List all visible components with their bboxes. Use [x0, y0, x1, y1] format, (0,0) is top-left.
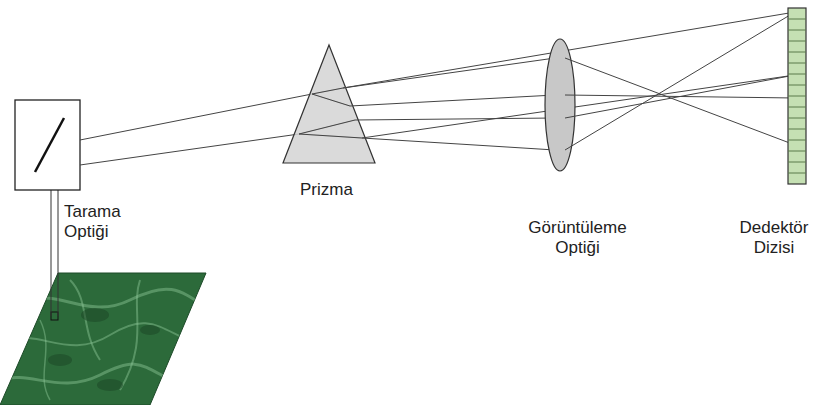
- part-label: Görüntüleme Optiği: [515, 218, 640, 258]
- imaging-lens: [545, 39, 575, 171]
- detector-array: [788, 8, 806, 184]
- part-label: Tarama Optiği: [64, 202, 126, 242]
- part-label: Dedektör Dizisi: [736, 218, 812, 258]
- view-line: [58, 190, 59, 316]
- ground-patch: [0, 273, 206, 405]
- scan-optic-box: [15, 100, 80, 190]
- ground-scene: [0, 273, 210, 405]
- ground-texture: [0, 280, 210, 400]
- scan-mirror: [35, 118, 64, 172]
- prism: [283, 45, 375, 163]
- view-line: [51, 190, 52, 316]
- part-label: Prizma: [300, 180, 370, 200]
- light-rays: [565, 12, 795, 150]
